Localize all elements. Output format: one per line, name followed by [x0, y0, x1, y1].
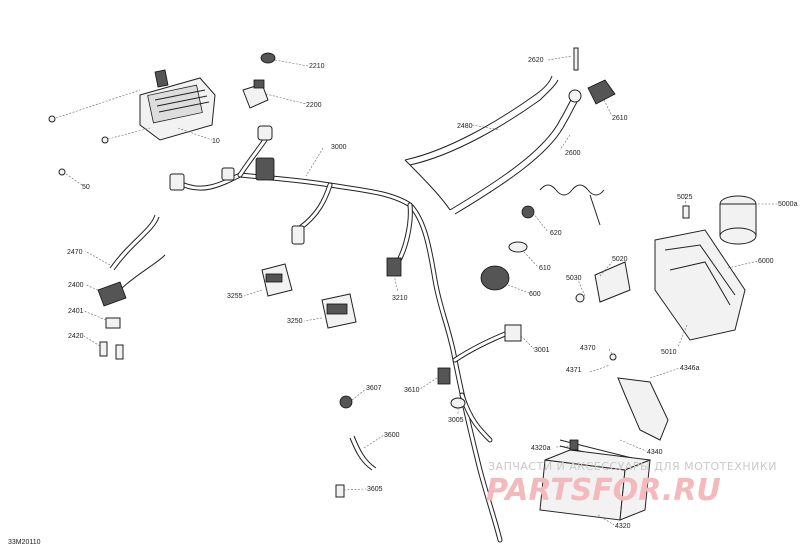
hose-2480	[404, 75, 559, 211]
label-4340: 4340	[647, 449, 663, 456]
label-5025: 5025	[677, 194, 693, 201]
label-2620: 2620	[528, 57, 544, 64]
label-2420: 2420	[68, 333, 84, 340]
battery-4320	[539, 439, 651, 521]
label-5010: 5010	[661, 349, 677, 356]
switch-3250	[321, 293, 357, 329]
label-2210: 2210	[309, 63, 325, 70]
label-2480: 2480	[457, 123, 473, 130]
connector-3210	[386, 257, 402, 277]
connector-2401	[105, 317, 121, 329]
label-3000: 3000	[331, 144, 347, 151]
label-3610: 3610	[404, 387, 420, 394]
label-600: 600	[529, 291, 541, 298]
grommet-2210	[260, 52, 276, 64]
label-3600: 3600	[384, 432, 400, 439]
watermark: ЗАПЧАСТИ И АКСЕССУАРЫ ДЛЯ МОТОТЕХНИКИ PA…	[486, 460, 777, 508]
watermark-brand: PARTSFOR.RU	[486, 473, 721, 508]
label-2401: 2401	[68, 308, 84, 315]
label-3005: 3005	[448, 417, 464, 424]
label-4320a: 4320a	[531, 445, 551, 452]
cap-600	[480, 265, 510, 291]
nut-5030	[575, 293, 585, 303]
watermark-subtitle: ЗАПЧАСТИ И АКСЕССУАРЫ ДЛЯ МОТОТЕХНИКИ	[488, 460, 777, 473]
filter-5000a	[719, 195, 757, 245]
nut-3607	[339, 395, 353, 409]
label-2400: 2400	[68, 282, 84, 289]
part-labels: 10 50 2210 2200 2620 2610 2480 2600 3000…	[67, 57, 798, 530]
connector-3610	[437, 367, 451, 385]
label-4320: 4320	[615, 523, 631, 530]
ecu-module	[139, 69, 216, 141]
label-620: 620	[550, 230, 562, 237]
fuse-2420	[99, 341, 124, 360]
label-2470: 2470	[67, 249, 83, 256]
label-5020: 5020	[612, 256, 628, 263]
hose-2600	[449, 97, 578, 215]
label-4370: 4370	[580, 345, 596, 352]
label-10: 10	[212, 138, 220, 145]
connector-small-3000	[169, 125, 305, 245]
connector-2200	[242, 79, 269, 109]
label-4346a: 4346a	[680, 365, 700, 372]
label-6000: 6000	[758, 258, 774, 265]
main-wiring-harness	[175, 137, 513, 543]
label-3605: 3605	[367, 486, 383, 493]
label-5000a: 5000a	[778, 201, 798, 208]
terminal-3605	[335, 484, 345, 498]
bolt-4370	[609, 353, 617, 361]
fuse-box-6000	[654, 229, 746, 341]
label-5030: 5030	[566, 275, 582, 282]
label-4371: 4371	[566, 367, 582, 374]
bolt-ecu	[48, 115, 109, 176]
grommet-3005	[450, 397, 466, 409]
grommet-610	[508, 241, 528, 253]
label-3210: 3210	[392, 295, 408, 302]
switch-2610	[568, 79, 616, 105]
leader-lines	[55, 55, 778, 526]
cable-3600	[349, 435, 377, 471]
bracket-4340	[617, 377, 669, 441]
label-50: 50	[82, 184, 90, 191]
label-610: 610	[539, 265, 551, 272]
label-2600: 2600	[565, 150, 581, 157]
label-2200: 2200	[306, 102, 322, 109]
relay-2400	[97, 281, 127, 307]
diagram-code: 33M20110	[8, 539, 41, 546]
label-3255: 3255	[227, 293, 243, 300]
hose-2470	[109, 214, 166, 291]
switch-3255	[261, 263, 293, 297]
label-3250: 3250	[287, 318, 303, 325]
pin-2620	[573, 47, 579, 71]
screw-5025	[682, 205, 690, 219]
connector-3001	[504, 324, 522, 342]
coil-cord-620	[521, 184, 605, 226]
bracket-5020	[594, 261, 631, 303]
label-3001: 3001	[534, 347, 550, 354]
label-2610: 2610	[612, 115, 628, 122]
label-3607: 3607	[366, 385, 382, 392]
